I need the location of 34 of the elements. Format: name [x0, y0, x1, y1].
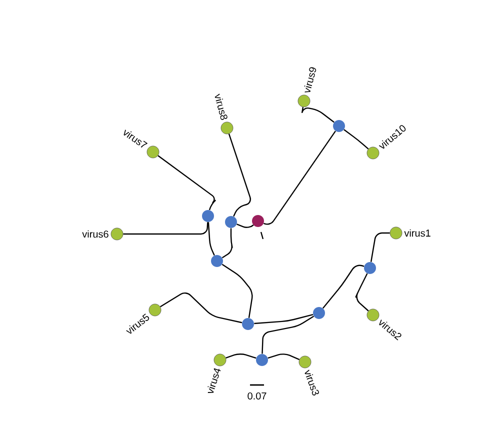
branch-point-dot [313, 307, 325, 319]
branch-line [344, 129, 369, 150]
tip-label: virus8 [214, 94, 228, 120]
branch-point-dot [211, 254, 223, 267]
tip-label: virus1 [404, 229, 430, 237]
branch-point-dot [202, 210, 214, 222]
branch-line [222, 264, 253, 318]
branch-line [158, 155, 216, 210]
branch-point-dot [364, 262, 376, 274]
tip-label: virus9 [304, 67, 316, 92]
tip-label: virus3 [304, 370, 319, 396]
branch-line [228, 134, 251, 217]
branch-line [322, 264, 364, 309]
branch-line [208, 222, 215, 256]
root-dot [252, 214, 264, 227]
branch-line [222, 228, 233, 258]
branch-line [226, 354, 256, 359]
tip-label: virus4 [208, 368, 221, 393]
branch-line [264, 130, 336, 225]
branch-point-dot [333, 120, 345, 132]
branch-line [262, 316, 314, 354]
branch-line [123, 222, 208, 235]
branch-line [160, 292, 242, 324]
branch-point-dot [256, 354, 268, 366]
branch-line [254, 314, 314, 324]
branch-line [236, 224, 254, 228]
branch-line [301, 107, 334, 123]
branch-point-dot [242, 318, 254, 330]
scale-label: 0.07 [248, 392, 266, 400]
branch-line [355, 273, 369, 312]
branch-line [370, 232, 390, 262]
branch-point-dot [225, 216, 237, 228]
tip-label: virus6 [82, 230, 108, 238]
branch-line [268, 354, 300, 360]
